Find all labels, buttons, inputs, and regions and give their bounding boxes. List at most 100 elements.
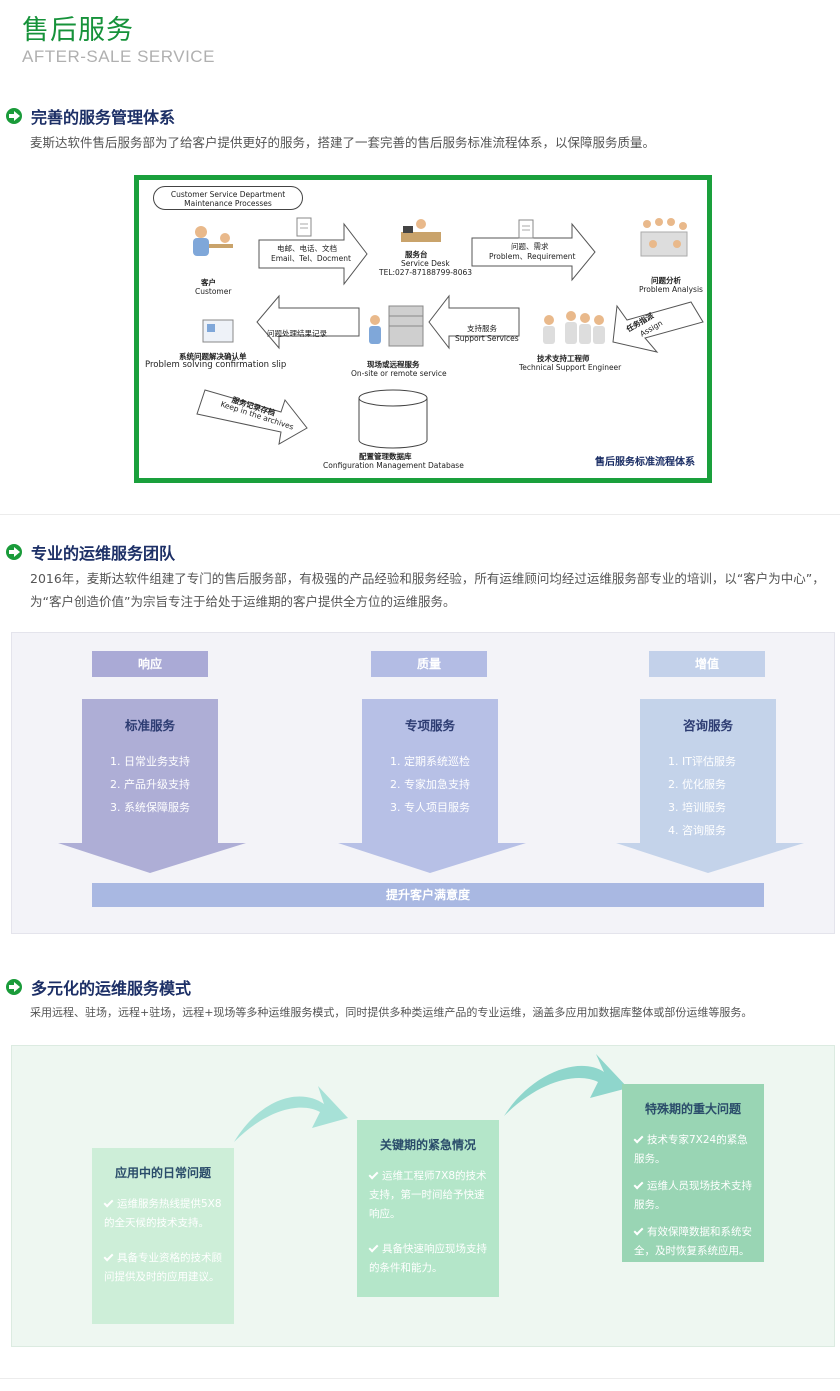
list-item: 2. 优化服务: [668, 778, 726, 791]
list-item: 3. 系统保障服务: [110, 801, 190, 814]
card-title: 特殊期的重大问题: [644, 1102, 741, 1116]
desk-label: 服务台: [405, 250, 428, 259]
customer-label: 客户: [201, 278, 216, 287]
process-title: Customer Service Department Maintenance …: [153, 186, 303, 210]
result-label: 问题处理结果记录: [267, 329, 327, 338]
arrow-circle-icon: [6, 108, 22, 124]
mode-panel: 应用中的日常问题 运维服务热线提供5X8的全天候的技术支持。 具备专业资格的技术…: [11, 1045, 835, 1347]
list-item: 1. 定期系统巡检: [390, 755, 470, 768]
list-item: 3. 培训服务: [668, 801, 726, 814]
card-consulting-service: 咨询服务 1. IT评估服务 2. 优化服务 3. 培训服务 4. 咨询服务: [640, 701, 776, 842]
db-label: 配置管理数据库: [359, 452, 412, 461]
card-critical-emergency: 关键期的紧急情况 运维工程师7X8的技术支持，第一时间给予快速响应。 具备快速响…: [357, 1120, 499, 1297]
meeting-icon: [640, 218, 688, 257]
tag-response: 响应: [92, 651, 208, 677]
section-divider: [0, 514, 840, 515]
list-item: 2. 产品升级支持: [110, 778, 190, 791]
check-icon: [103, 1197, 114, 1208]
card-special-service: 专项服务 1. 定期系统巡检 2. 专家加急支持 3. 专人项目服务: [362, 701, 498, 819]
section-title: 多元化的运维服务模式: [31, 979, 192, 998]
card-title: 应用中的日常问题: [114, 1166, 211, 1180]
list-item: 4. 咨询服务: [668, 824, 726, 837]
analysis-label: 问题分析: [651, 276, 681, 285]
engineers-icon: [543, 311, 605, 344]
arrow2-label-en: Problem、Requirement: [489, 252, 576, 261]
card-title: 专项服务: [404, 718, 455, 733]
tag-value-added: 增值: [649, 651, 765, 677]
card-arrow-standard: [58, 699, 246, 873]
bullet-point: 运维工程师7X8的技术支持，第一时间给予快速响应。: [368, 1169, 487, 1220]
team-panel: 响应 质量 增值 标准服务 1. 日常业务支持 2. 产品升级支持 3. 系统保…: [11, 632, 835, 934]
mode-arrows: [234, 1054, 628, 1142]
clipboard-icon: [518, 219, 534, 239]
list-item: 1. IT评估服务: [668, 755, 736, 768]
page-subtitle: AFTER-SALE SERVICE: [22, 47, 215, 66]
list-item: 3. 专人项目服务: [390, 801, 470, 814]
section-title: 专业的运维服务团队: [31, 544, 176, 563]
clipboard-icon: [296, 217, 312, 237]
onsite-label-en: On-site or remote service: [351, 369, 447, 378]
card-standard-service: 标准服务 1. 日常业务支持 2. 产品升级支持 3. 系统保障服务: [82, 701, 218, 819]
section-title: 完善的服务管理体系: [31, 108, 176, 127]
tag-quality: 质量: [371, 651, 487, 677]
desk-label-en: Service Desk: [401, 259, 450, 268]
list-item: 1. 日常业务支持: [110, 755, 190, 768]
card-daily-issues: 应用中的日常问题 运维服务热线提供5X8的全天候的技术支持。 具备专业资格的技术…: [92, 1148, 234, 1324]
page-title: 售后服务: [22, 15, 134, 46]
arrow-circle-icon: [6, 979, 22, 995]
check-icon: [368, 1169, 379, 1180]
db-label-en: Configuration Management Database: [323, 461, 464, 470]
slip-label-en: Problem solving confirmation slip: [145, 360, 287, 370]
customer-label-en: Customer: [195, 287, 232, 296]
check-icon: [633, 1179, 644, 1190]
onsite-label: 现场或远程服务: [367, 360, 420, 369]
card-title: 关键期的紧急情况: [379, 1138, 476, 1152]
check-icon: [103, 1251, 114, 1262]
desk-phone: TEL:027-87188799-8063: [379, 268, 473, 277]
arrow-circle-icon: [6, 544, 22, 560]
arrow-support-services: [428, 294, 520, 350]
service-desk-icon: [401, 219, 441, 242]
section-heading-team: 专业的运维服务团队: [6, 540, 175, 564]
list-item: 2. 专家加急支持: [390, 778, 470, 791]
satisfaction-bar: 提升客户满意度: [92, 883, 764, 907]
bullet-point: 具备快速响应现场支持的条件和能力。: [368, 1242, 487, 1274]
arrow-assign: [612, 301, 704, 353]
database-icon: [358, 389, 428, 449]
engineer-label-en: Technical Support Engineer: [519, 363, 622, 372]
card-title: 标准服务: [124, 718, 175, 733]
arrow-archive: [196, 389, 308, 445]
arrow1-label: 电邮、电话、文档: [277, 244, 337, 253]
arrow1-label-en: Email、Tel、Docment: [271, 254, 351, 263]
process-diagram: Customer Service Department Maintenance …: [134, 175, 712, 483]
arrow-problem-requirement: [471, 222, 596, 282]
process-diagram-graphics: [193, 217, 704, 449]
card-arrow-consult: [616, 699, 804, 873]
bullet-point: 具备专业资格的技术顾问提供及时的应用建议。: [103, 1251, 222, 1283]
bullet-point: 技术专家7X24的紧急服务。: [633, 1133, 748, 1165]
section-description: 采用远程、驻场，远程+驻场，远程+现场等多种运维服务模式，同时提供多种类运维产品…: [30, 1006, 753, 1019]
server-icon: [369, 305, 424, 347]
bullet-point: 运维人员现场技术支持服务。: [633, 1179, 752, 1211]
check-icon: [368, 1242, 379, 1253]
arrow-result-record: [256, 294, 360, 350]
check-icon: [633, 1225, 644, 1236]
analysis-label-en: Problem Analysis: [639, 285, 703, 294]
check-icon: [633, 1133, 644, 1144]
curve-arrow-2: [504, 1054, 628, 1116]
section-divider: [0, 1378, 840, 1379]
arrow-email-tel-doc: [258, 222, 368, 286]
document-icon: [202, 319, 234, 343]
support-label: 支持服务: [467, 324, 497, 333]
section-heading-modes: 多元化的运维服务模式: [6, 975, 191, 999]
section-heading-management: 完善的服务管理体系: [6, 104, 175, 128]
bullet-point: 有效保障数据和系统安全，及时恢复系统应用。: [633, 1225, 752, 1257]
slip-label: 系统问题解决确认单: [179, 352, 247, 361]
diagram-caption: 售后服务标准流程体系: [595, 457, 695, 468]
bullet-point: 运维服务热线提供5X8的全天候的技术支持。: [103, 1197, 222, 1229]
team-arrows: [58, 699, 804, 873]
section-description: 2016年，麦斯达软件组建了专门的售后服务部，有极强的产品经验和服务经验，所有运…: [30, 571, 825, 609]
card-title: 咨询服务: [682, 718, 733, 733]
engineer-label: 技术支持工程师: [537, 354, 590, 363]
curve-arrow-1: [234, 1086, 348, 1142]
